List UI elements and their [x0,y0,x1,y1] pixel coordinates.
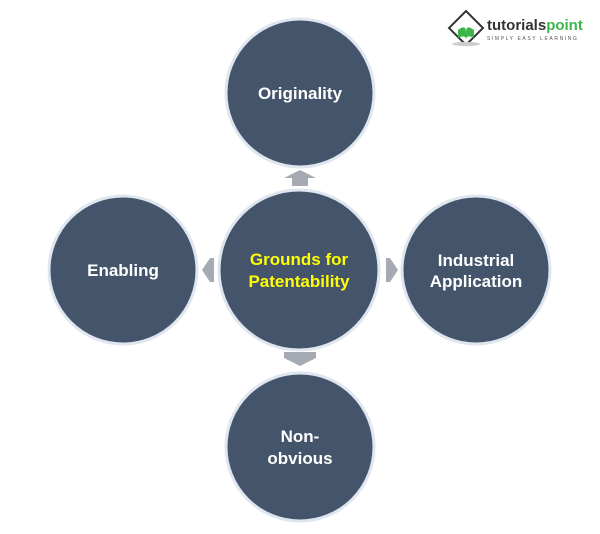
originality-label: Originality [258,84,343,103]
arrow-left-icon [202,258,214,282]
node-originality [224,17,376,169]
svg-text:tutorialspoint: tutorialspoint [487,17,583,34]
enabling-label: Enabling [87,261,159,280]
svg-text:SIMPLY EASY LEARNING: SIMPLY EASY LEARNING [487,36,578,42]
node-non-obvious [224,371,376,523]
arrow-right-icon [386,258,398,282]
non-label: Non- [281,427,320,446]
node-industrial-application [400,194,552,346]
arrow-down-icon [284,352,316,366]
node-enabling [47,194,199,346]
industrial-label: Industrial [438,251,515,270]
application-label: Application [430,272,523,291]
tutorialspoint-logo: tutorialspoint SIMPLY EASY LEARNING [447,9,583,47]
node-center [217,188,381,352]
center-label-line2: Patentability [248,272,350,291]
arrow-up-icon [284,170,316,186]
obvious-label: obvious [267,449,332,468]
center-label-line1: Grounds for [250,250,349,269]
